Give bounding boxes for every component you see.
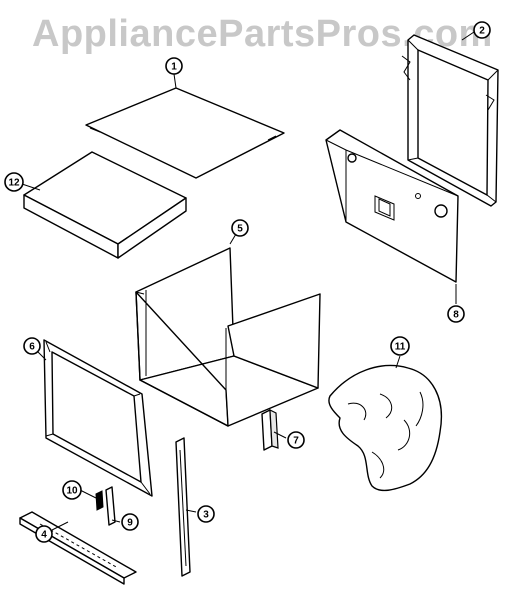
callout-8-label: 8 bbox=[453, 310, 459, 321]
callout-2-label: 2 bbox=[479, 26, 485, 37]
part-7-bracket bbox=[261, 409, 279, 451]
part-6-front-frame bbox=[43, 339, 153, 497]
callout-7: 7 bbox=[287, 431, 305, 449]
callout-3-label: 3 bbox=[203, 510, 209, 521]
callout-3: 3 bbox=[197, 505, 215, 523]
callout-10: 10 bbox=[62, 480, 82, 500]
callout-7-label: 7 bbox=[293, 436, 299, 447]
part-9-strip bbox=[105, 486, 116, 526]
part-3-trim-strip bbox=[175, 437, 191, 577]
callout-12-label: 12 bbox=[8, 178, 20, 189]
part-2-rear-frame bbox=[401, 34, 499, 207]
callout-6: 6 bbox=[23, 337, 41, 355]
callout-12: 12 bbox=[4, 172, 24, 192]
part-11-bag bbox=[328, 364, 442, 492]
callout-5: 5 bbox=[231, 219, 249, 237]
callout-5-label: 5 bbox=[237, 224, 243, 235]
callout-4: 4 bbox=[35, 525, 53, 543]
callout-8: 8 bbox=[447, 305, 465, 323]
part-12-insulation-pad bbox=[23, 151, 187, 259]
callout-2: 2 bbox=[473, 21, 491, 39]
callout-11-label: 11 bbox=[395, 342, 406, 353]
callout-10-label: 10 bbox=[66, 486, 78, 497]
callout-11: 11 bbox=[390, 336, 410, 356]
callout-4-label: 4 bbox=[41, 530, 47, 541]
leader-lines bbox=[21, 31, 475, 531]
callout-1: 1 bbox=[165, 57, 183, 75]
part-10-clip bbox=[95, 490, 104, 511]
callout-6-label: 6 bbox=[29, 342, 35, 353]
callout-1-label: 1 bbox=[171, 62, 177, 73]
part-5-oven-body bbox=[135, 247, 321, 427]
part-1-top-panel bbox=[85, 87, 285, 179]
callout-9: 9 bbox=[121, 513, 139, 531]
part-8-back-panel bbox=[325, 129, 459, 283]
part-4-bottom-rail bbox=[19, 511, 137, 585]
callout-9-label: 9 bbox=[127, 518, 133, 529]
